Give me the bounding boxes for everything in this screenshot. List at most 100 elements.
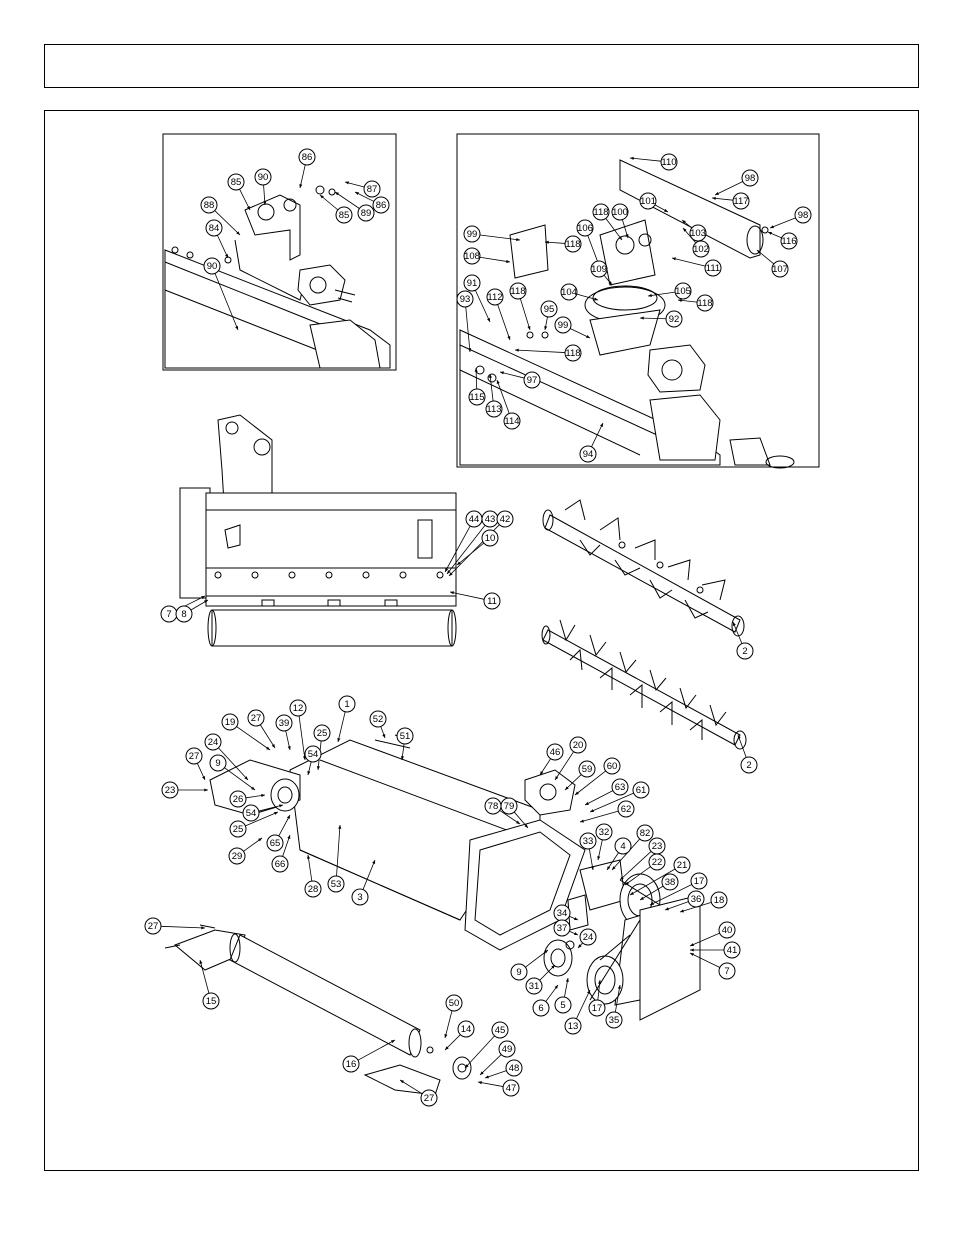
callout-balloon [611,203,629,221]
callout-number: 49 [502,1044,513,1055]
callout-leader [624,866,651,886]
callout-balloon [592,203,610,221]
callout-leader [444,525,471,573]
callout-arrowhead [506,259,510,263]
callout-number: 14 [461,1024,472,1035]
callout-number: 78 [488,801,499,812]
callout-arrowhead [680,909,684,913]
callout-leader [224,767,256,791]
callout-21: 21 [629,856,691,896]
callout-arrowhead [201,596,205,600]
callout-balloon [445,994,463,1012]
callout-balloon [523,371,541,389]
callout-95: 95 [540,300,558,331]
callout-leader [319,194,339,211]
callout-arrowhead [279,804,283,808]
callout-24: 24 [204,733,249,781]
callout-arrowhead [236,231,240,235]
callout-arrowhead [485,1075,489,1079]
callout-arrowhead [286,815,290,819]
callout-number: 12 [293,703,304,714]
callout-arrowhead [682,220,686,224]
callout-arrowhead [261,793,265,798]
callout-arrowhead [665,907,669,911]
callout-114: 114 [496,379,521,430]
callout-balloon [611,778,629,796]
callout-89: 89 [334,191,375,222]
callout-balloon [468,388,486,406]
callout-balloon [564,1017,582,1035]
callout-number: 10 [485,533,496,544]
callout-9: 9 [209,754,256,791]
callout-arrowhead [478,1081,482,1085]
callout-arrowhead [266,746,270,750]
callout-leader [647,291,676,297]
callout-arrowhead [201,926,205,930]
callout-arrowhead [640,316,644,320]
callout-number: 85 [339,210,350,221]
callout-balloon [313,724,331,742]
callout-number: 1 [344,699,349,710]
callout-arrowhead [372,860,376,864]
callout-leader [477,1081,504,1087]
callout-number: 111 [706,263,720,274]
callout-number: 114 [504,416,519,427]
callout-109: 109 [590,260,613,286]
callout-leader [639,885,664,901]
callout-number: 41 [727,945,738,956]
callout-118: 118 [514,344,582,362]
callout-112: 112 [486,288,511,341]
callout-14: 14 [444,1020,475,1051]
callout-number: 90 [207,261,218,272]
callout-number: 99 [467,229,478,240]
callout-108: 108 [463,247,511,265]
callout-28: 28 [304,854,322,898]
callout-balloon [271,855,289,873]
callout-arrowhead [690,943,694,946]
callout-arrowhead [307,771,311,775]
callout-leader [639,317,667,320]
callout-leader [362,859,376,890]
callout-8: 8 [175,599,209,623]
callout-balloon [275,714,293,732]
callout-number: 16 [346,1059,357,1070]
callout-number: 33 [583,836,594,847]
callout-balloon [185,747,203,765]
callout-leader [334,191,360,209]
callout-leader [629,868,676,896]
callout-49: 49 [479,1040,516,1076]
callout-balloon [357,204,375,222]
callout-90: 90 [254,168,272,206]
callout-arrowhead [757,250,761,254]
callout-arrowhead [712,196,716,200]
callout-balloon [491,1021,509,1039]
callout-85: 85 [319,194,353,224]
callout-leader [214,210,241,236]
callout-117: 117 [711,192,750,210]
callout-86: 86 [298,148,316,189]
callout-32: 32 [595,823,613,861]
callout-balloon [564,235,582,253]
callout-balloon [553,919,571,937]
callout-balloon [579,445,597,463]
callout-balloon [732,192,750,210]
callout-arrowhead [287,835,291,839]
callout-arrowhead [287,746,291,750]
callout-number: 2 [742,646,747,657]
callout-number: 20 [573,740,584,751]
callout-balloon [342,1055,360,1073]
callout-arrowhead [578,944,582,948]
callout-number: 91 [467,278,478,289]
callout-balloon [144,917,162,935]
callout-53: 53 [327,824,345,893]
callout-97: 97 [499,371,541,389]
callout-number: 82 [640,828,651,839]
callout-balloon [485,400,503,418]
callout-arrowhead [544,950,548,954]
callout-arrowhead [457,561,461,565]
callout-arrowhead [683,228,687,232]
callout-balloon [161,781,179,799]
callout-arrowhead [449,572,453,576]
callout-arrowhead [544,326,548,330]
